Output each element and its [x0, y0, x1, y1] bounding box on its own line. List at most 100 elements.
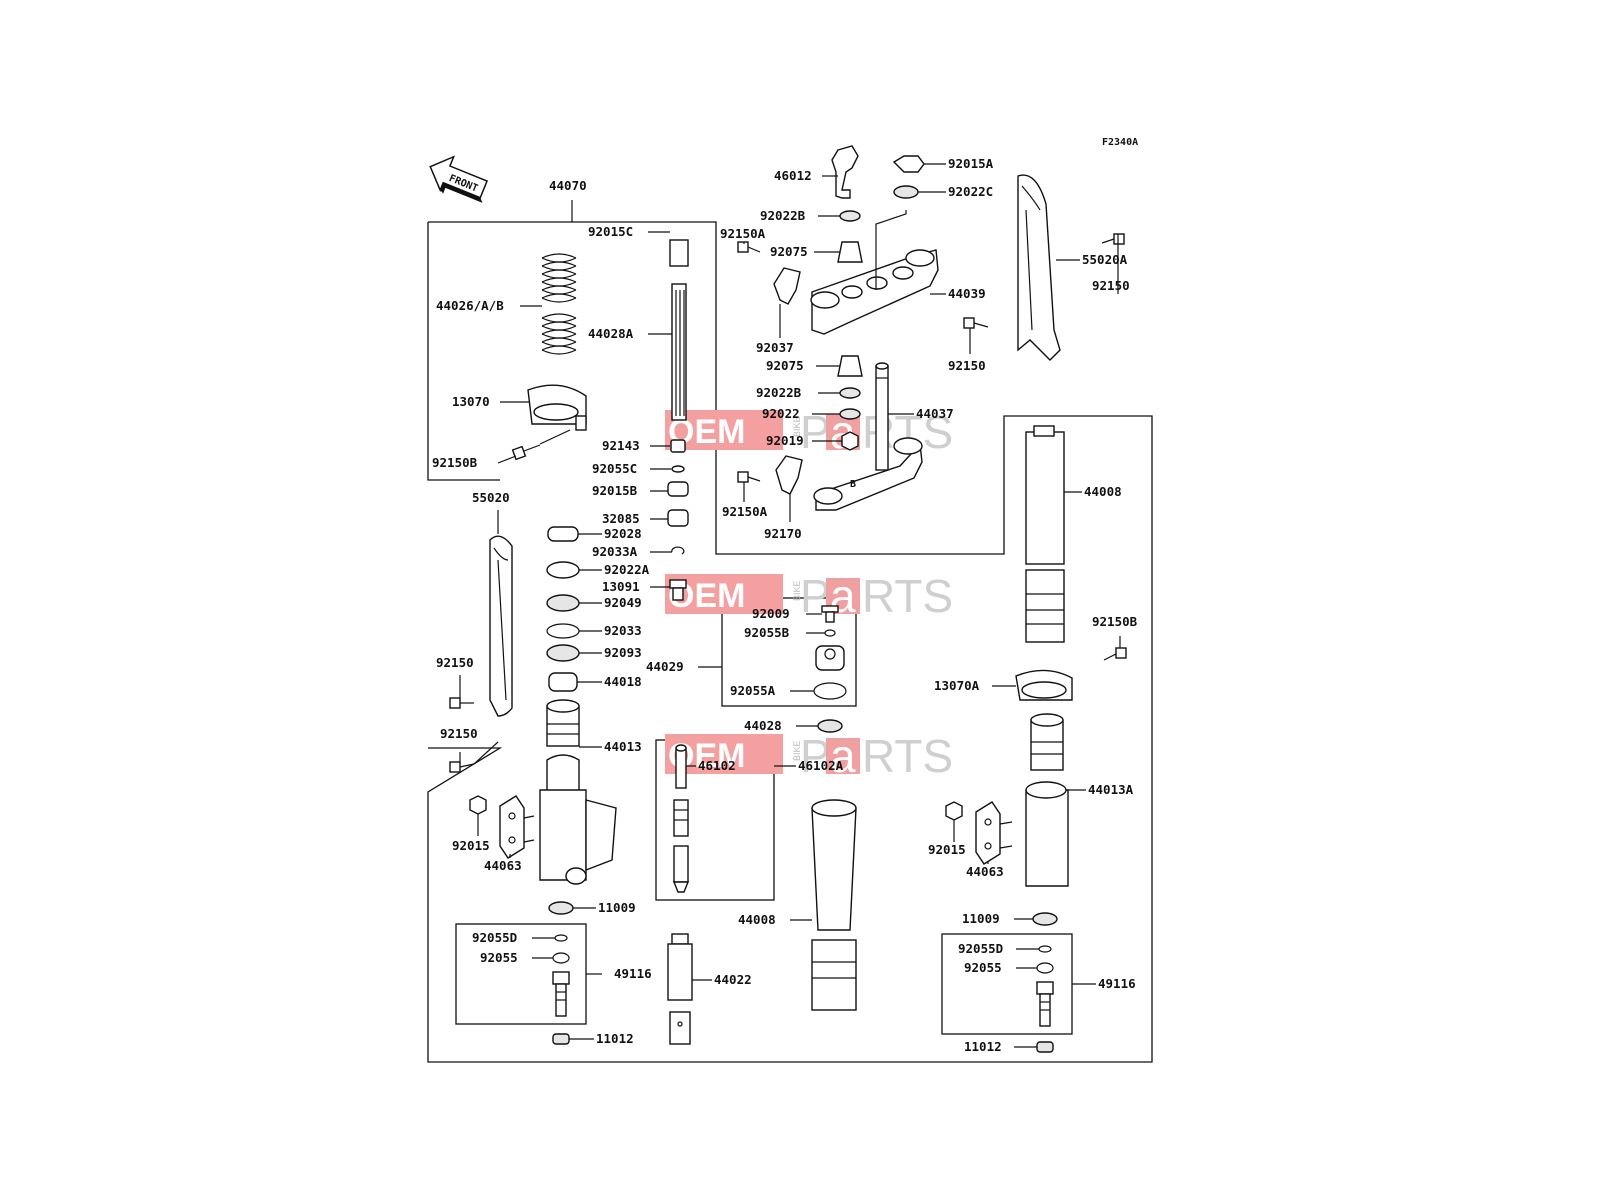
label-92150-left-2: 92150 — [440, 726, 478, 741]
washer-11009-right — [1032, 912, 1058, 926]
label-55020: 55020 — [472, 490, 510, 505]
label-92055a: 92055A — [730, 683, 776, 698]
bolt-92150-right-2 — [963, 317, 989, 329]
bolt-13091 — [669, 579, 687, 601]
washer-92022 — [839, 408, 861, 420]
label-92015a: 92015A — [948, 156, 994, 171]
label-44063-left: 44063 — [484, 858, 522, 873]
group-box-44070-left — [427, 222, 500, 481]
label-92009: 92009 — [752, 606, 790, 621]
washer-92022b-mid — [839, 387, 861, 399]
label-92015-left: 92015 — [452, 838, 490, 853]
label-92033a: 92033A — [592, 544, 638, 559]
part-92015b — [667, 481, 689, 497]
leader-lines — [459, 163, 1121, 1048]
inner-tube-44013 — [539, 699, 617, 885]
label-11012-left: 11012 — [596, 1031, 634, 1046]
svg-text:BIKE: BIKE — [792, 416, 802, 437]
label-92019: 92019 — [766, 433, 804, 448]
label-11012-right: 11012 — [964, 1039, 1002, 1054]
seal-92049 — [546, 594, 580, 612]
washer-92022a — [546, 561, 580, 579]
label-92150-right-1: 92150 — [1092, 278, 1130, 293]
valve-49116-left — [552, 971, 570, 1017]
label-44029: 44029 — [646, 659, 684, 674]
label-46102a: 46102A — [798, 758, 844, 773]
cylinder-44022 — [667, 933, 693, 1045]
label-92015b: 92015B — [592, 483, 638, 498]
label-44013a: 44013A — [1088, 782, 1134, 797]
label-92150a-mid: 92150A — [722, 504, 768, 519]
upper-clamp-44039 — [810, 249, 939, 335]
label-44026: 44026/A/B — [436, 298, 504, 313]
washer-11009-left — [548, 901, 574, 915]
oring-92055a — [813, 682, 847, 700]
label-44008-center: 44008 — [738, 912, 776, 927]
label-92055d-left: 92055D — [472, 930, 517, 945]
label-44018: 44018 — [604, 674, 642, 689]
label-92022b-mid: 92022B — [756, 385, 802, 400]
seal-92093 — [546, 644, 580, 662]
oring-92055-right — [1036, 962, 1054, 974]
watermark-3: OEM BIKE P a RTS — [665, 730, 953, 782]
label-46012: 46012 — [774, 168, 812, 183]
washer-44028 — [817, 719, 843, 733]
label-44028a: 44028A — [588, 326, 634, 341]
bushing-92028 — [547, 526, 579, 542]
label-13070: 13070 — [452, 394, 490, 409]
bolt-92150b-right — [1103, 647, 1127, 661]
label-13091: 13091 — [602, 579, 640, 594]
label-92022c: 92022C — [948, 184, 993, 199]
bracket-92170 — [775, 455, 803, 495]
oring-92055c — [671, 465, 685, 473]
nut-92015a — [892, 155, 925, 173]
label-44070: 44070 — [549, 178, 587, 193]
fork-guard-55020 — [489, 535, 513, 717]
bushing-44018 — [548, 672, 578, 692]
damper-rod-44028a — [669, 239, 689, 421]
bolt-92150-left-2 — [449, 761, 475, 773]
label-92033: 92033 — [604, 623, 642, 638]
label-92055-right: 92055 — [964, 960, 1002, 975]
front-arrow-icon: FRONT — [429, 155, 489, 203]
label-92022b-top: 92022B — [760, 208, 806, 223]
nut-92015-left — [469, 795, 487, 815]
washer-92022c — [893, 185, 919, 199]
group-box-44029 — [721, 597, 857, 707]
oring-92055b — [824, 629, 836, 637]
washer-92022b-top — [839, 210, 861, 222]
stem-lower-clamp-44037: B — [813, 362, 923, 511]
bolt-92150-right-1 — [1101, 233, 1125, 245]
outer-tube-44008-right — [1025, 425, 1065, 643]
label-92150b-right: 92150B — [1092, 614, 1138, 629]
label-11009-right: 11009 — [962, 911, 1000, 926]
svg-text:RTS: RTS — [862, 730, 953, 782]
label-92022a: 92022A — [604, 562, 650, 577]
label-92037: 92037 — [756, 340, 794, 355]
label-92055c: 92055C — [592, 461, 637, 476]
label-92150-left-1: 92150 — [436, 655, 474, 670]
label-44063-right: 44063 — [966, 864, 1004, 879]
label-92150-right-2: 92150 — [948, 358, 986, 373]
label-92093: 92093 — [604, 645, 642, 660]
label-92022: 92022 — [762, 406, 800, 421]
cap-bolt-44029 — [815, 645, 845, 671]
valve-49116-right — [1036, 981, 1054, 1027]
label-92170: 92170 — [764, 526, 802, 541]
label-92143: 92143 — [602, 438, 640, 453]
rod-46102 — [672, 744, 690, 893]
axle-clamp-44063-left — [499, 795, 535, 859]
axle-clamp-44063-right — [975, 801, 1013, 865]
bolt-92150-left-1 — [449, 697, 474, 709]
outer-tube-44008-center — [811, 799, 857, 1011]
bolt-92009 — [821, 605, 839, 623]
bracket-92037 — [773, 267, 801, 305]
label-92015-right: 92015 — [928, 842, 966, 857]
bolt-92150a-top — [737, 241, 761, 253]
label-92075-top: 92075 — [770, 244, 808, 259]
oring-92055d-left — [554, 934, 568, 942]
oring-92055d-right — [1038, 945, 1052, 953]
svg-text:B: B — [850, 479, 856, 490]
label-49116-left: 49116 — [614, 966, 652, 981]
